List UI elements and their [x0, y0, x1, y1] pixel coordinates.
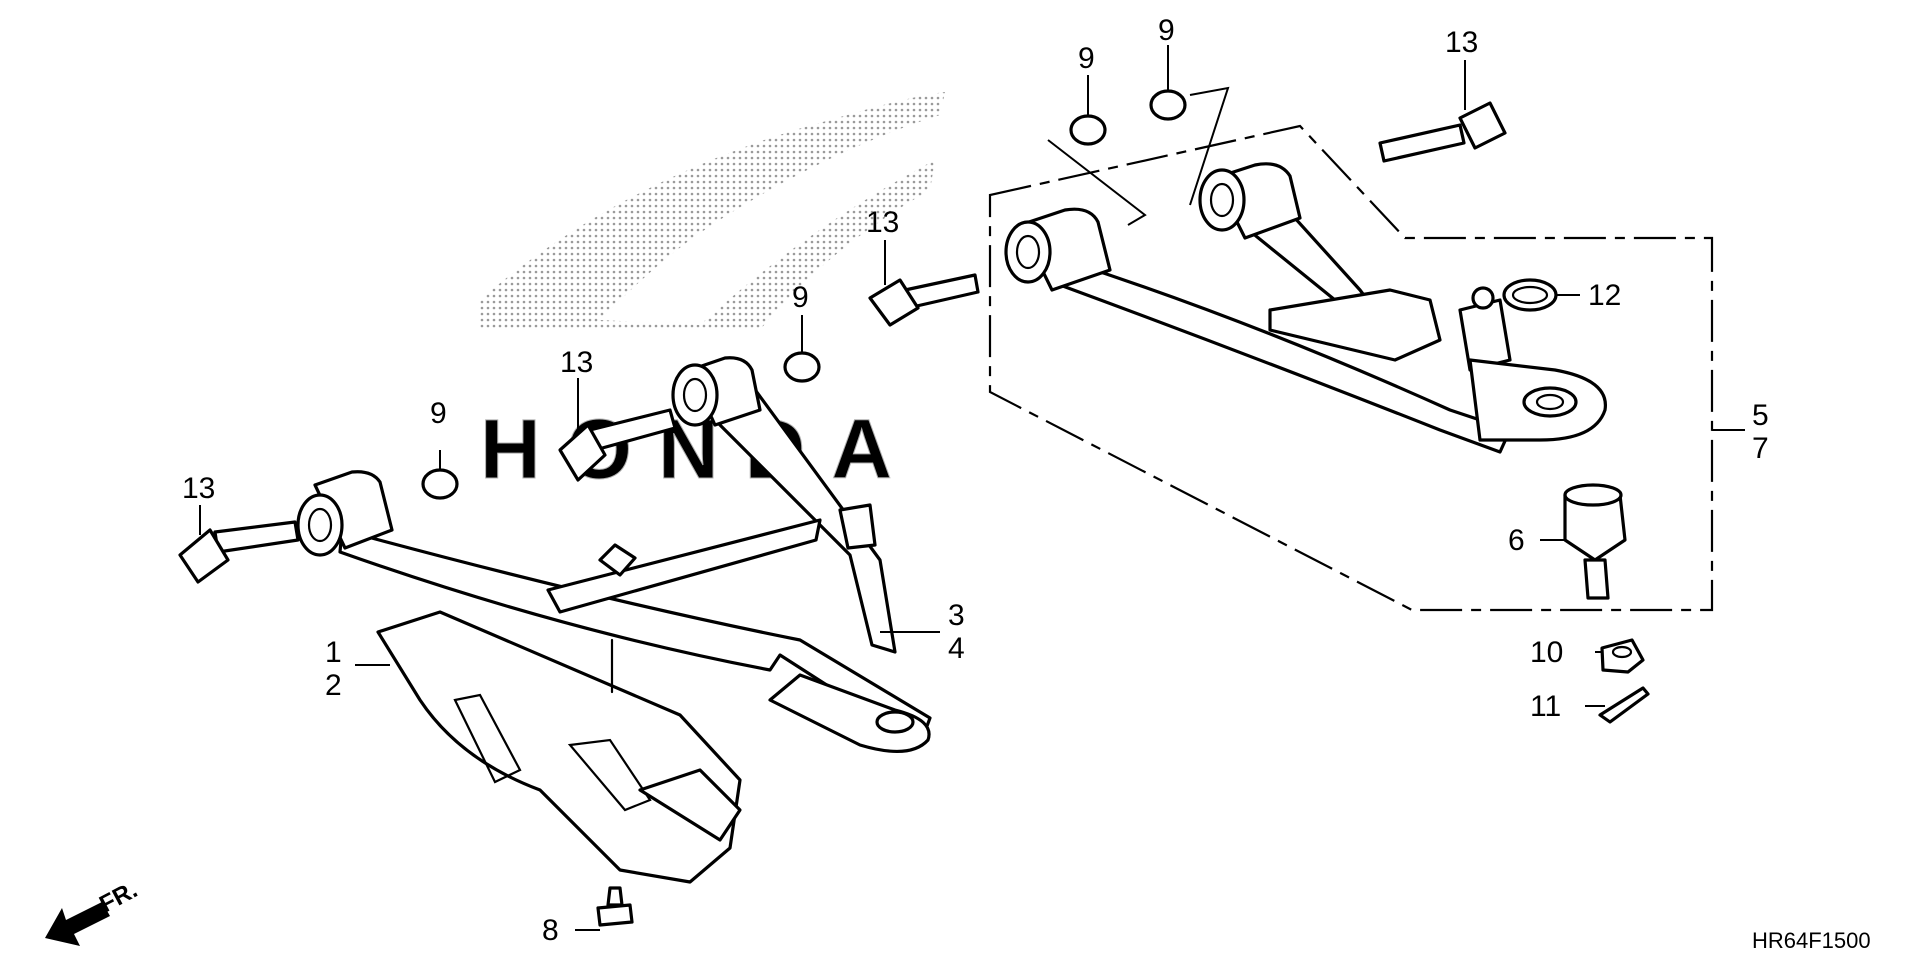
callout-9-d: 9 — [1158, 14, 1175, 47]
skid-guard — [376, 610, 742, 884]
callout-1: 1 — [325, 636, 342, 669]
flange-bolt-13-right — [1378, 101, 1507, 163]
callout-9-b: 9 — [792, 281, 809, 314]
ball-joint-6 — [1563, 483, 1627, 600]
callout-4: 4 — [948, 632, 965, 665]
flange-bolt-13-middle — [868, 273, 980, 327]
flange-bolt-13-center — [558, 408, 677, 482]
callout-13-a: 13 — [182, 472, 215, 505]
callout-13-b: 13 — [560, 346, 593, 379]
bolt-8 — [596, 886, 634, 927]
callout-3: 3 — [948, 599, 965, 632]
cotter-pin-11 — [1598, 686, 1650, 724]
callout-12: 12 — [1588, 279, 1621, 312]
flange-nut-9-a — [421, 468, 459, 500]
callout-5: 5 — [1752, 399, 1769, 432]
callout-10: 10 — [1530, 636, 1563, 669]
callout-2: 2 — [325, 669, 342, 702]
callouts: 1 2 3 4 5 7 6 8 9 9 9 9 10 11 12 13 13 1… — [182, 14, 1769, 947]
flange-nut-9-d — [1149, 89, 1187, 121]
callout-9-c: 9 — [1078, 42, 1095, 75]
callout-6: 6 — [1508, 524, 1525, 557]
lower-arm-left — [296, 356, 932, 754]
castle-nut-10 — [1600, 638, 1645, 674]
front-direction-arrow: FR. — [45, 876, 142, 946]
diagram-code: HR64F1500 — [1752, 928, 1871, 953]
callout-8: 8 — [542, 914, 559, 947]
callout-13-d: 13 — [1445, 26, 1478, 59]
upper-arm-right — [1004, 162, 1607, 454]
callout-9-a: 9 — [430, 397, 447, 430]
circlip-12 — [1502, 278, 1558, 312]
leader-lines — [199, 45, 1605, 931]
assembly-boundary — [988, 124, 1714, 612]
flange-nut-9-b — [783, 351, 821, 383]
flange-nut-9-c — [1069, 114, 1107, 146]
callout-11: 11 — [1530, 690, 1561, 723]
callout-7: 7 — [1752, 432, 1769, 465]
flange-bolt-13-left — [178, 520, 300, 584]
callout-13-c: 13 — [866, 206, 899, 239]
